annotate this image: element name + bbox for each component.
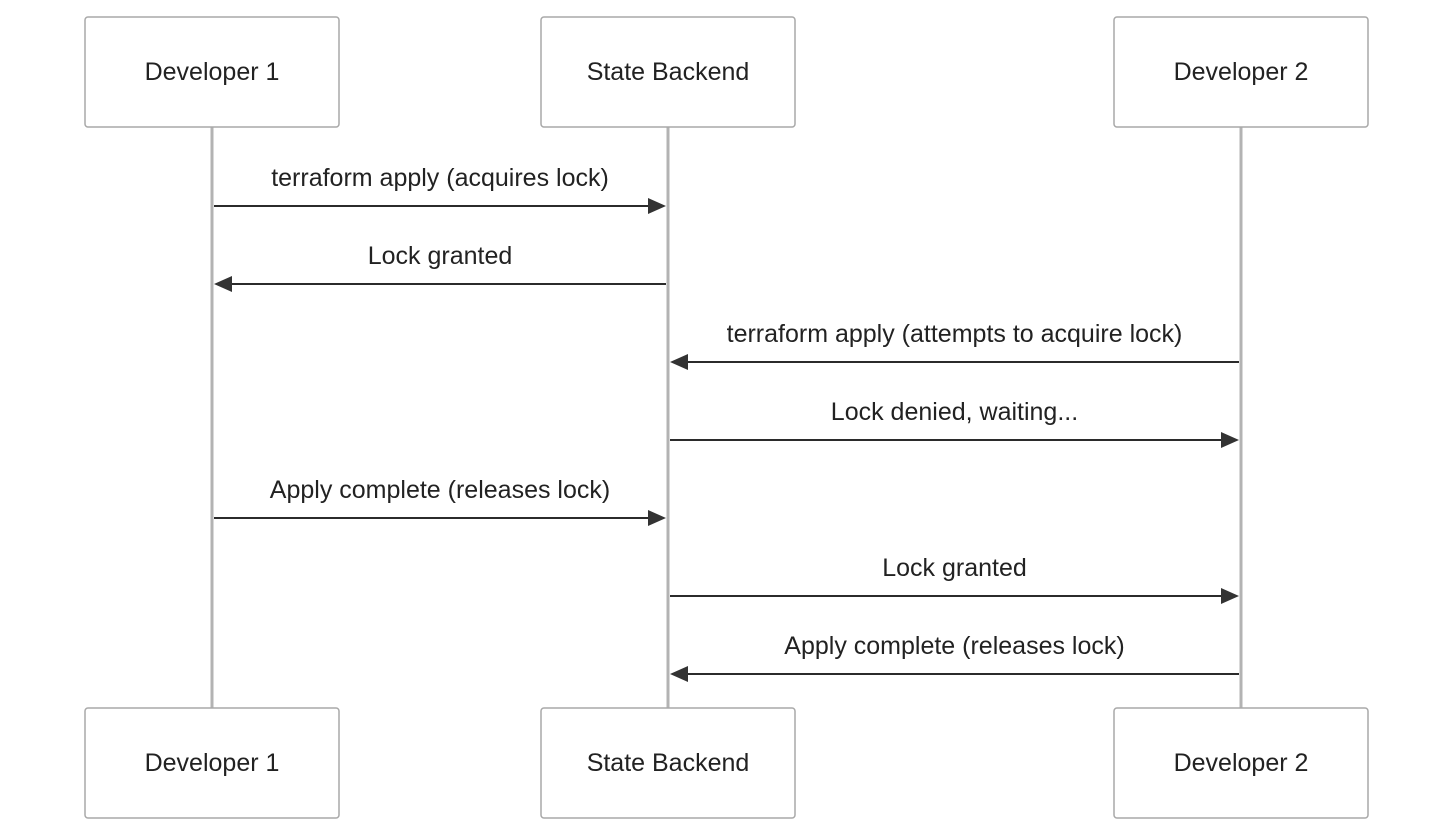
actor-box — [84, 16, 340, 128]
message-label: Apply complete (releases lock) — [784, 632, 1124, 660]
message-label: Lock denied, waiting... — [831, 398, 1078, 426]
arrowhead-icon — [670, 354, 688, 370]
messages: terraform apply (acquires lock) Lock gran… — [214, 164, 1239, 682]
message-label: Apply complete (releases lock) — [270, 476, 610, 504]
message-7: Apply complete (releases lock) — [670, 632, 1239, 682]
arrowhead-icon — [214, 276, 232, 292]
message-4: Lock denied, waiting... — [670, 398, 1239, 448]
actor-state-backend-top: State Backend — [540, 16, 796, 128]
actors-bottom: Developer 1 State Backend Developer 2 — [84, 707, 1369, 819]
message-label: terraform apply (attempts to acquire loc… — [727, 320, 1183, 348]
actors-top: Developer 1 State Backend Developer 2 — [84, 16, 1369, 128]
message-5: Apply complete (releases lock) — [214, 476, 666, 526]
arrowhead-icon — [648, 510, 666, 526]
actor-developer-2-bottom: Developer 2 — [1113, 707, 1369, 819]
actor-label: State Backend — [587, 58, 750, 86]
arrowhead-icon — [1221, 432, 1239, 448]
actor-box — [1113, 16, 1369, 128]
actor-label: Developer 1 — [145, 58, 280, 86]
actor-label: State Backend — [587, 749, 750, 777]
arrowhead-icon — [670, 666, 688, 682]
message-label: Lock granted — [882, 554, 1027, 582]
actor-box — [540, 16, 796, 128]
actor-developer-1-bottom: Developer 1 — [84, 707, 340, 819]
actor-label: Developer 1 — [145, 749, 280, 777]
actor-developer-1-top: Developer 1 — [84, 16, 340, 128]
message-6: Lock granted — [670, 554, 1239, 604]
actor-label: Developer 2 — [1174, 58, 1309, 86]
message-2: Lock granted — [214, 242, 666, 292]
arrowhead-icon — [648, 198, 666, 214]
actor-developer-2-top: Developer 2 — [1113, 16, 1369, 128]
lifelines — [210, 127, 1243, 708]
actor-state-backend-bottom: State Backend — [540, 707, 796, 819]
actor-label: Developer 2 — [1174, 749, 1309, 777]
actor-box — [84, 707, 340, 819]
arrowhead-icon — [1221, 588, 1239, 604]
message-3: terraform apply (attempts to acquire loc… — [670, 320, 1239, 370]
message-1: terraform apply (acquires lock) — [214, 164, 666, 214]
message-label: terraform apply (acquires lock) — [271, 164, 609, 192]
actor-box — [540, 707, 796, 819]
message-label: Lock granted — [368, 242, 513, 270]
actor-box — [1113, 707, 1369, 819]
